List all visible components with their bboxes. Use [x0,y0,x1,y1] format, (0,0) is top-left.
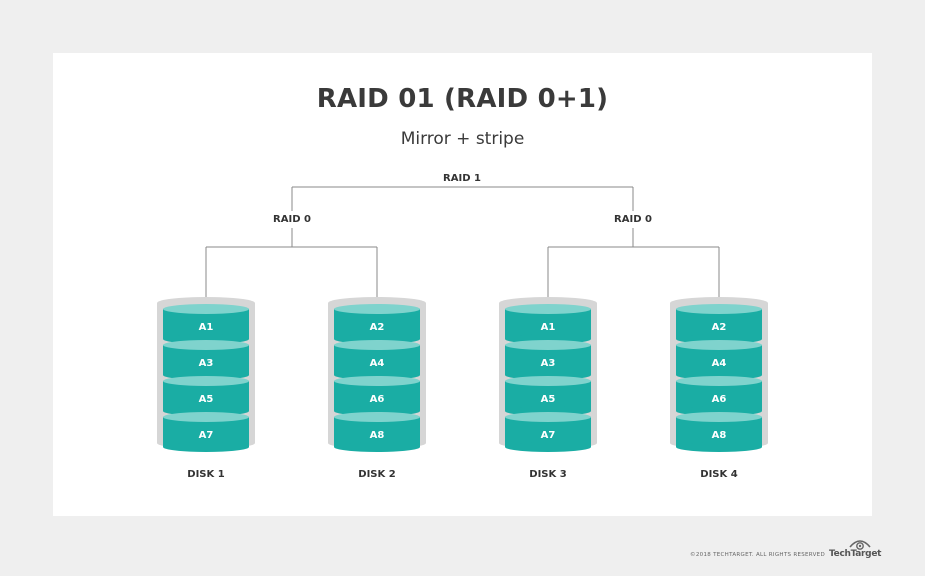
segment-a1: A1 [163,304,249,344]
segment-top [334,340,420,350]
disk-label: DISK 4 [700,469,737,480]
segment-label: A5 [541,394,556,405]
disk-label: DISK 3 [529,469,566,480]
segment-top [163,376,249,386]
segment-a8: A8 [676,412,762,452]
segment-label: A4 [712,358,727,369]
segment-a1: A1 [505,304,591,344]
segment-top [163,340,249,350]
segment-a5: A5 [163,376,249,416]
segment-top [676,304,762,314]
segment-a3: A3 [163,340,249,380]
segment-top [505,304,591,314]
segment-label: A3 [199,358,214,369]
diagram-title: RAID 01 (RAID 0+1) [316,84,609,114]
segment-a6: A6 [676,376,762,416]
connector-lines [205,186,720,303]
segment-label: A1 [199,322,214,333]
diagram-subtitle: Mirror + stripe [400,129,525,149]
segment-a8: A8 [334,412,420,452]
disk-label: DISK 1 [187,469,224,480]
segment-bottom [676,442,762,452]
raid1-label: RAID 1 [443,173,481,184]
copyright-text: ©2018 TECHTARGET. ALL RIGHTS RESERVED [690,552,825,558]
segment-top [163,412,249,422]
segment-top [676,376,762,386]
segment-label: A8 [712,430,727,441]
segment-top [676,340,762,350]
raid0-label-2: RAID 0 [614,214,652,225]
segment-label: A3 [541,358,556,369]
segment-a2: A2 [334,304,420,344]
segment-a3: A3 [505,340,591,380]
raid-labels: RAID 1 RAID 0 RAID 0 [273,173,652,225]
segment-top [676,412,762,422]
segment-a2: A2 [676,304,762,344]
segment-a7: A7 [505,412,591,452]
brand-logo-text: TechTarget [829,549,882,559]
raid0-label-1: RAID 0 [273,214,311,225]
segment-a4: A4 [676,340,762,380]
segment-label: A7 [541,430,556,441]
segment-bottom [505,442,591,452]
segment-top [505,376,591,386]
segment-label: A4 [370,358,385,369]
segment-label: A7 [199,430,214,441]
segment-bottom [163,442,249,452]
segment-a5: A5 [505,376,591,416]
segment-label: A5 [199,394,214,405]
segment-label: A2 [370,322,385,333]
eye-logo-icon [849,540,871,550]
segment-top [505,340,591,350]
segment-top [334,376,420,386]
segment-top [163,304,249,314]
segment-label: A6 [712,394,727,405]
segment-a4: A4 [334,340,420,380]
segment-label: A6 [370,394,385,405]
segment-a6: A6 [334,376,420,416]
segment-a7: A7 [163,412,249,452]
segment-label: A8 [370,430,385,441]
segment-label: A2 [712,322,727,333]
segment-bottom [334,442,420,452]
segment-top [334,304,420,314]
segment-top [505,412,591,422]
disk-label: DISK 2 [358,469,395,480]
segment-top [334,412,420,422]
segment-label: A1 [541,322,556,333]
